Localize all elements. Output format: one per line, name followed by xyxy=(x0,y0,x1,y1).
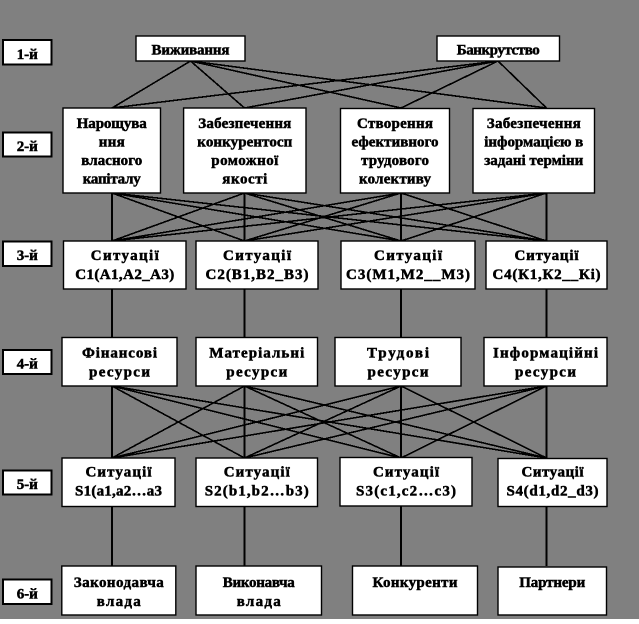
svg-text:Ситуації: Ситуації xyxy=(86,465,153,481)
svg-text:інформацією в: інформацією в xyxy=(484,135,583,151)
svg-text:S1(a1,a2…a3: S1(a1,a2…a3 xyxy=(75,484,162,500)
svg-text:Ситуації: Ситуації xyxy=(515,248,580,264)
svg-text:Партнери: Партнери xyxy=(519,575,585,591)
svg-text:Ситуації: Ситуації xyxy=(223,248,292,264)
svg-text:Виживання: Виживання xyxy=(152,43,230,59)
svg-text:S2(b1,b2…b3): S2(b1,b2…b3) xyxy=(205,484,309,500)
svg-text:ння: ння xyxy=(99,135,125,151)
svg-text:капіталу: капіталу xyxy=(83,172,142,188)
svg-text:Нарощува: Нарощува xyxy=(77,116,148,132)
svg-text:Ситуації: Ситуації xyxy=(91,248,160,264)
svg-text:конкурентосп: конкурентосп xyxy=(197,135,292,151)
svg-text:ресурси: ресурси xyxy=(368,365,429,381)
svg-text:Інформаційні: Інформаційні xyxy=(493,346,598,362)
svg-text:роможної: роможної xyxy=(211,153,279,169)
svg-text:S3(c1,c2…c3): S3(c1,c2…c3) xyxy=(356,484,456,500)
svg-text:Законодавча: Законодавча xyxy=(74,575,165,591)
svg-text:3-й: 3-й xyxy=(17,248,38,264)
svg-text:Банкрутство: Банкрутство xyxy=(457,43,540,59)
svg-text:Забезпечення: Забезпечення xyxy=(198,116,291,132)
svg-text:якості: якості xyxy=(222,172,267,188)
svg-text:6-й: 6-й xyxy=(17,586,38,602)
svg-text:Ситуації: Ситуації xyxy=(522,465,585,481)
svg-text:2-й: 2-й xyxy=(17,139,38,155)
svg-text:Ситуації: Ситуації xyxy=(374,248,443,264)
svg-text:1-й: 1-й xyxy=(17,47,38,63)
svg-text:Ситуації: Ситуації xyxy=(373,465,440,481)
svg-text:Забезпечення: Забезпечення xyxy=(487,116,581,132)
svg-text:ресурси: ресурси xyxy=(515,365,576,381)
svg-text:влада: влада xyxy=(97,594,142,610)
svg-text:Матеріальні: Матеріальні xyxy=(209,346,304,362)
svg-text:4-й: 4-й xyxy=(17,357,38,373)
svg-text:трудового: трудового xyxy=(361,153,429,169)
svg-text:Трудові: Трудові xyxy=(367,346,429,362)
svg-text:S4(d1,d2_d3): S4(d1,d2_d3) xyxy=(507,484,599,500)
svg-text:колективу: колективу xyxy=(359,172,432,188)
svg-text:Фінансові: Фінансові xyxy=(82,346,157,362)
svg-text:Виконавча: Виконавча xyxy=(223,575,296,591)
svg-text:Створення: Створення xyxy=(357,116,433,132)
svg-text:власного: власного xyxy=(81,153,142,169)
svg-text:ресурси: ресурси xyxy=(89,365,150,381)
svg-text:ефективного: ефективного xyxy=(352,135,439,151)
svg-text:влада: влада xyxy=(237,594,282,610)
svg-text:С2(В1,В2_В3): С2(В1,В2_В3) xyxy=(206,267,309,283)
svg-text:С4(К1,К2__Кі): С4(К1,К2__Кі) xyxy=(493,267,601,283)
svg-text:задані терміни: задані терміни xyxy=(484,153,583,169)
svg-text:С3(М1,М2__М3): С3(М1,М2__М3) xyxy=(346,267,470,283)
svg-text:ресурси: ресурси xyxy=(226,365,287,381)
svg-text:Ситуації: Ситуації xyxy=(224,465,291,481)
svg-text:5-й: 5-й xyxy=(17,477,38,493)
svg-text:С1(А1,А2_А3): С1(А1,А2_А3) xyxy=(75,267,174,283)
svg-text:Конкуренти: Конкуренти xyxy=(373,575,458,591)
